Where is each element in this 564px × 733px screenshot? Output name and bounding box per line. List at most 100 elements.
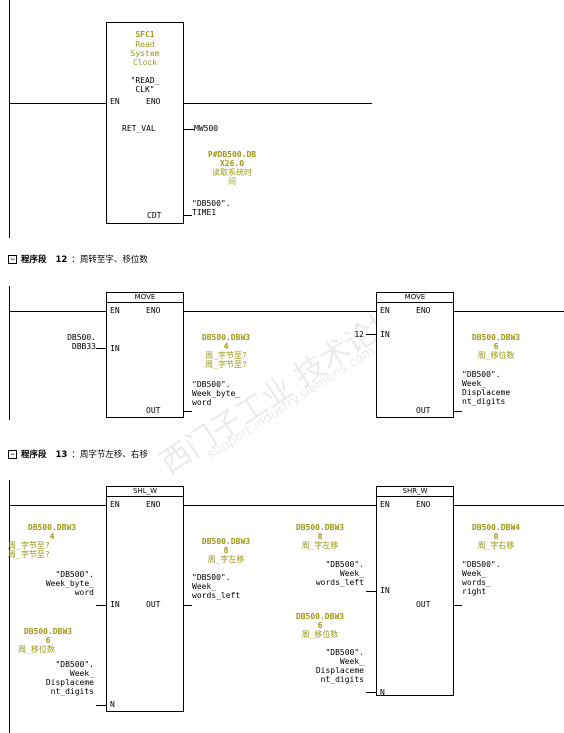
rung-wire (9, 311, 107, 312)
sfc1-cdt-pin: CDT (147, 211, 162, 220)
cdt-comment: 读取系统时 间 (212, 168, 252, 186)
move2-out-comment: 周_移位数 (477, 351, 515, 360)
sfc1-name: SFC1 (135, 30, 155, 39)
move-block-2[interactable] (376, 292, 454, 418)
title-separator (106, 496, 184, 497)
eno-wire (454, 311, 564, 312)
n-wire (366, 692, 376, 693)
shl-n-symbol[interactable]: "DB500". Week_ Displaceme nt_digits (45, 660, 94, 696)
move-title: MOVE (134, 293, 156, 301)
power-rail (9, 286, 10, 420)
out-wire (454, 411, 462, 412)
out-wire (184, 605, 192, 606)
shl-out-symbol[interactable]: "DB500". Week_ words_left (192, 573, 241, 600)
move2-out-symbol[interactable]: "DB500". Week_ Displaceme nt_digits (462, 370, 511, 406)
in-wire (366, 334, 376, 335)
power-rail (9, 0, 10, 238)
move-in-pin: IN (380, 330, 390, 339)
move-en-pin: EN (110, 306, 120, 315)
shl-en-pin: EN (110, 500, 120, 509)
move-eno-pin: ENO (146, 306, 161, 315)
power-rail (9, 480, 10, 733)
move-eno-pin: ENO (416, 306, 431, 315)
rung-wire (9, 103, 107, 104)
eno-wire (184, 103, 372, 104)
shl-out-address: DB500.DBW3 8 (201, 537, 251, 555)
shr-in-symbol[interactable]: "DB500". Week_ words_left (315, 560, 364, 587)
network-label: 程序段 (21, 255, 47, 265)
in-wire (96, 605, 106, 606)
shl-w-block[interactable] (106, 486, 184, 712)
shr-n-comment: 周_移位数 (301, 630, 339, 639)
network-number: 12 (55, 255, 68, 265)
shr-eno-pin: ENO (416, 500, 431, 509)
shr-n-pin: N (380, 688, 385, 697)
sfc1-eno-pin: ENO (146, 97, 161, 106)
move1-in-operand[interactable]: DB500. DBB33 (67, 333, 96, 351)
title-separator (376, 302, 454, 303)
title-separator (376, 496, 454, 497)
network-number: 13 (55, 450, 68, 460)
shl-in-comment: 周_字节至? 周_字节至? (8, 541, 50, 559)
in-wire (96, 348, 106, 349)
shr-out-comment: 周_字右移 (477, 541, 515, 550)
move-block-1[interactable] (106, 292, 184, 418)
shl-out-comment: 周_字左移 (207, 555, 245, 564)
watermark-text: 西门子工业 技术论坛 (154, 299, 408, 482)
out-wire (184, 411, 192, 412)
eno-wire (454, 505, 564, 506)
network-label: 程序段 (21, 450, 47, 460)
network-description: ：周字节左移、右移 (71, 450, 148, 460)
move-en-pin: EN (380, 306, 390, 315)
shr-w-block[interactable] (376, 486, 454, 696)
eno-wire (184, 311, 376, 312)
out-wire (454, 605, 462, 606)
cdt-symbol[interactable]: "DB500". TIME1 (192, 199, 231, 217)
shr-n-address: DB500.DBW3 6 (295, 612, 345, 630)
cdt-wire (184, 215, 192, 216)
network-description: ：周转至字、移位数 (71, 255, 148, 265)
shl-in-pin: IN (110, 600, 120, 609)
title-separator (106, 302, 184, 303)
shr-out-address: DB500.DBW4 0 (471, 523, 521, 541)
rung-wire (9, 505, 107, 506)
move-out-pin: OUT (416, 406, 431, 415)
sfc1-symbol: "READ_ CLK" (130, 76, 160, 94)
cdt-address: P#DB500.DB X26.0 (207, 150, 257, 168)
shr-out-symbol[interactable]: "DB500". Week_ words_ right (462, 560, 501, 596)
shl-eno-pin: ENO (146, 500, 161, 509)
shl-n-comment: 周_移位数 (18, 645, 55, 654)
move-out-pin: OUT (146, 406, 161, 415)
network-12-header[interactable]: −程序段 12：周转至字、移位数 (8, 253, 148, 265)
collapse-icon[interactable]: − (8, 255, 17, 264)
shr-in-comment: 周_字左移 (301, 541, 339, 550)
sfc1-block[interactable] (106, 22, 184, 224)
retval-operand[interactable]: MW500 (194, 124, 219, 133)
shr-n-symbol[interactable]: "DB500". Week_ Displaceme nt_digits (315, 648, 364, 684)
shl-in-symbol[interactable]: "DB500". Week_byte_ word (45, 570, 94, 597)
move1-out-symbol[interactable]: "DB500". Week_byte_ word (192, 380, 241, 407)
sfc1-title: Read System Clock (130, 40, 160, 67)
shr-title: SHR_W (402, 487, 428, 495)
move-title: MOVE (404, 293, 426, 301)
in-wire (366, 591, 376, 592)
shl-out-pin: OUT (146, 600, 161, 609)
move1-out-comment: 周_字节至? 周_字节至? (205, 351, 247, 369)
shr-out-pin: OUT (416, 600, 431, 609)
move2-out-address: DB500.DBW3 6 (471, 333, 521, 351)
shl-n-address: DB500.DBW3 6 (23, 627, 73, 645)
collapse-icon[interactable]: − (8, 450, 17, 459)
move-in-pin: IN (110, 344, 120, 353)
n-wire (96, 705, 106, 706)
shr-en-pin: EN (380, 500, 390, 509)
move2-in-operand[interactable]: 12 (354, 330, 364, 339)
shl-title: SHL_W (132, 487, 158, 495)
eno-wire (184, 505, 376, 506)
shl-n-pin: N (110, 700, 115, 709)
shr-in-address: DB500.DBW3 8 (295, 523, 345, 541)
retval-wire (184, 129, 194, 130)
shl-in-address: DB500.DBW3 4 (27, 523, 77, 541)
sfc1-en-pin: EN (110, 97, 120, 106)
shr-in-pin: IN (380, 586, 390, 595)
network-13-header[interactable]: −程序段 13：周字节左移、右移 (8, 448, 148, 460)
